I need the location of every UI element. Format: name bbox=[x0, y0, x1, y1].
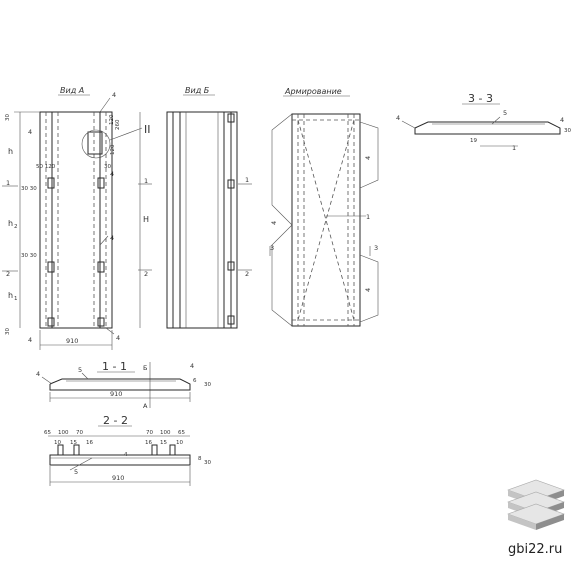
svg-text:910: 910 bbox=[110, 390, 122, 398]
view-a-title: Вид А bbox=[60, 86, 84, 95]
stack-logo-icon bbox=[507, 479, 565, 530]
svg-text:3: 3 bbox=[270, 244, 274, 252]
svg-text:3: 3 bbox=[374, 244, 378, 252]
height-H: H bbox=[143, 215, 149, 224]
watermark-site: gbi22.ru bbox=[508, 542, 562, 557]
svg-text:30: 30 bbox=[564, 128, 571, 134]
svg-text:6: 6 bbox=[193, 378, 197, 384]
svg-text:А: А bbox=[143, 402, 148, 410]
svg-text:2: 2 bbox=[6, 270, 10, 278]
section-3-3: 3 - 3 4 5 4 19 30 1 bbox=[396, 92, 571, 152]
svg-text:2: 2 bbox=[144, 270, 148, 278]
svg-text:120: 120 bbox=[109, 114, 115, 125]
svg-text:120: 120 bbox=[110, 144, 116, 155]
svg-text:70: 70 bbox=[76, 430, 83, 436]
svg-text:100: 100 bbox=[160, 430, 171, 436]
svg-text:h: h bbox=[8, 147, 13, 156]
svg-text:16: 16 bbox=[145, 440, 152, 446]
svg-text:5: 5 bbox=[503, 109, 507, 117]
svg-text:4: 4 bbox=[270, 221, 278, 225]
svg-text:1: 1 bbox=[245, 176, 249, 184]
detail-circle bbox=[81, 129, 111, 159]
svg-text:30: 30 bbox=[5, 114, 11, 121]
svg-text:30 30: 30 30 bbox=[21, 186, 37, 192]
svg-text:260: 260 bbox=[115, 119, 121, 130]
svg-text:15: 15 bbox=[70, 440, 77, 446]
svg-text:65: 65 bbox=[178, 430, 185, 436]
view-b-outline bbox=[166, 111, 238, 329]
svg-text:2: 2 bbox=[14, 224, 18, 230]
svg-text:70: 70 bbox=[146, 430, 153, 436]
svg-text:5: 5 bbox=[74, 468, 78, 476]
svg-text:5: 5 bbox=[78, 366, 82, 374]
svg-text:4: 4 bbox=[190, 362, 194, 370]
section-1-1-title: 1 - 1 bbox=[102, 360, 127, 373]
svg-text:30: 30 bbox=[104, 164, 111, 170]
view-a-outline bbox=[39, 111, 113, 329]
view-a-mark-4: 4 bbox=[112, 91, 116, 99]
section-3-3-title: 3 - 3 bbox=[468, 92, 493, 105]
svg-text:4: 4 bbox=[36, 370, 40, 378]
svg-text:10: 10 bbox=[54, 440, 61, 446]
svg-text:Б: Б bbox=[143, 364, 147, 372]
svg-text:1: 1 bbox=[6, 179, 10, 187]
svg-text:h: h bbox=[8, 291, 13, 300]
svg-text:4: 4 bbox=[364, 288, 372, 292]
reinforcement-outline bbox=[291, 113, 361, 327]
svg-text:30: 30 bbox=[5, 328, 11, 335]
embedded-part bbox=[87, 131, 103, 155]
svg-text:1: 1 bbox=[366, 213, 370, 221]
svg-text:h: h bbox=[8, 219, 13, 228]
section-1-1-profile bbox=[49, 378, 191, 391]
svg-text:19: 19 bbox=[470, 138, 477, 144]
svg-text:4: 4 bbox=[110, 170, 114, 178]
detail-mark: II bbox=[144, 123, 151, 136]
svg-text:30: 30 bbox=[204, 382, 211, 388]
view-b: Вид Б 1 2 bbox=[166, 86, 252, 329]
view-b-title: Вид Б bbox=[185, 86, 210, 95]
svg-text:4: 4 bbox=[116, 334, 120, 342]
svg-text:4: 4 bbox=[110, 234, 114, 242]
section-2-2: 2 - 2 65 100 70 70 100 65 10 15 16 16 15… bbox=[44, 414, 211, 486]
svg-text:4: 4 bbox=[28, 128, 32, 136]
view-a-width: 910 bbox=[66, 337, 78, 345]
svg-text:15: 15 bbox=[160, 440, 167, 446]
section-2-2-title: 2 - 2 bbox=[103, 414, 128, 427]
section-1-1: 1 - 1 Б 4 5 4 6 30 910 А bbox=[36, 360, 211, 410]
svg-text:4: 4 bbox=[124, 452, 128, 458]
svg-text:910: 910 bbox=[112, 474, 124, 482]
reinforcement-title: Армирование bbox=[284, 87, 342, 96]
svg-text:10: 10 bbox=[176, 440, 183, 446]
svg-text:4: 4 bbox=[28, 336, 32, 344]
svg-text:65: 65 bbox=[44, 430, 51, 436]
svg-text:4: 4 bbox=[364, 156, 372, 160]
svg-text:16: 16 bbox=[86, 440, 93, 446]
svg-text:4: 4 bbox=[560, 116, 564, 124]
view-a: Вид А 4 II 120 260 120 30 4 4 4 bbox=[2, 86, 152, 350]
svg-text:100: 100 bbox=[58, 430, 69, 436]
svg-text:2: 2 bbox=[245, 270, 249, 278]
svg-text:8: 8 bbox=[198, 456, 202, 462]
svg-text:50 120: 50 120 bbox=[36, 164, 56, 170]
section-2-2-profile bbox=[49, 454, 191, 466]
svg-text:1: 1 bbox=[144, 177, 148, 185]
svg-text:1: 1 bbox=[14, 296, 18, 302]
svg-text:1: 1 bbox=[512, 144, 516, 152]
svg-text:30 30: 30 30 bbox=[21, 253, 37, 259]
svg-text:30: 30 bbox=[204, 460, 211, 466]
section-3-3-profile bbox=[414, 121, 561, 135]
svg-text:4: 4 bbox=[396, 114, 400, 122]
reinforcement-view: Армирование 4 3 4 4 1 3 bbox=[269, 87, 379, 327]
